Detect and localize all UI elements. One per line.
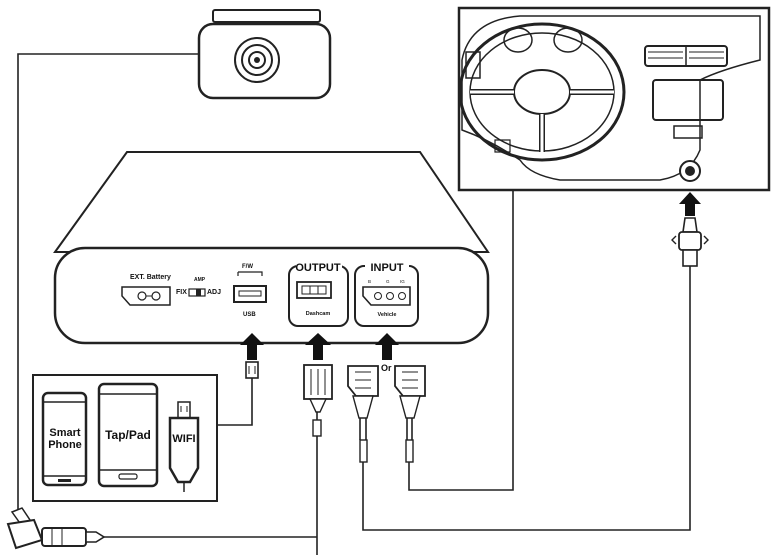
- usb-port-slot: [238, 290, 262, 297]
- gauge-icon: [553, 27, 583, 53]
- vehicle-connector-left: [347, 260, 691, 531]
- ext-battery-port[interactable]: [121, 286, 171, 306]
- output-port[interactable]: [296, 281, 332, 299]
- wifi-dongle-icon: [168, 401, 200, 492]
- fix-adj-switch[interactable]: [188, 288, 206, 297]
- input-port-label: Vehicle: [378, 312, 397, 318]
- steering-wheel-icon: [458, 22, 626, 162]
- arrow-up-icon: [305, 333, 331, 360]
- switch-top-label: AMP: [194, 277, 206, 283]
- output-connector: [303, 364, 333, 555]
- fw-bracket: [237, 271, 263, 276]
- dashcam-cable: [17, 53, 199, 512]
- input-title-bg: [365, 259, 409, 273]
- output-title: OUTPUT: [295, 262, 341, 274]
- ext-battery-label: EXT. Battery: [130, 274, 171, 281]
- smartphone-icon: [41, 391, 88, 487]
- devices-panel: Smart Phone Tap/Pad WIFI: [32, 374, 218, 502]
- vent-icon: [644, 45, 728, 67]
- module-top-face: [53, 151, 490, 253]
- output-title-bg: [296, 261, 342, 273]
- dashcam-lens-icon: [234, 37, 280, 83]
- tablet-icon: [97, 382, 159, 488]
- switch-adj-label: ADJ: [207, 289, 221, 296]
- device-label-smartphone-2: Phone: [48, 439, 82, 451]
- console-screen: [652, 79, 724, 121]
- input-port[interactable]: [362, 286, 411, 306]
- vehicle-connector-right: [394, 178, 514, 491]
- or-label: Or: [381, 363, 392, 373]
- cigarette-socket-icon: [679, 160, 701, 182]
- switch-fix-label: FIX: [176, 289, 187, 296]
- cigarette-plug-right: [671, 217, 709, 267]
- gauge-icon: [503, 27, 533, 53]
- arrow-up-icon: [240, 333, 264, 360]
- input-pin-b: B: [368, 279, 371, 284]
- fuse-box-icon: [494, 139, 511, 153]
- console-button: [673, 125, 703, 139]
- cigarette-plug-left: [6, 507, 317, 550]
- input-title: INPUT: [371, 262, 404, 274]
- usb-cable: [218, 361, 259, 426]
- input-pin-ig: IG: [400, 279, 405, 284]
- usb-label: USB: [243, 312, 256, 318]
- fw-label: F/W: [242, 264, 253, 270]
- dashcam-mount: [212, 9, 321, 23]
- module-front-face: [53, 246, 490, 345]
- arrow-up-icon: [375, 333, 399, 360]
- power-module: EXT. Battery AMP FIX ADJ F/W USB OUTPUT: [53, 151, 490, 345]
- input-pin-g: G: [386, 279, 390, 284]
- vent-icon: [465, 51, 481, 79]
- car-dashboard: [457, 6, 771, 192]
- device-label-wifi: WIFI: [172, 433, 195, 445]
- device-label-smartphone-1: Smart: [49, 427, 81, 439]
- dashcam: [197, 9, 332, 100]
- device-label-tablet: Tap/Pad: [105, 428, 151, 442]
- arrow-up-icon: [679, 192, 701, 216]
- output-port-label: Dashcam: [306, 311, 331, 317]
